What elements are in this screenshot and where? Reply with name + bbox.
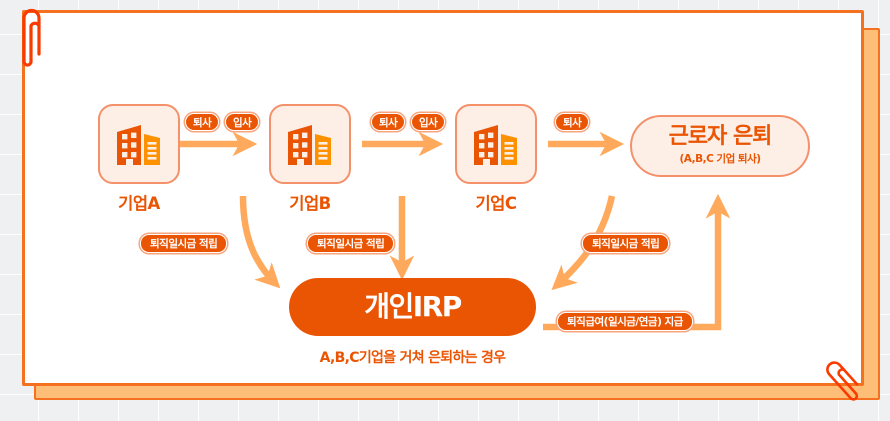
paperclip-icon (22, 8, 41, 67)
irp-title: 개인IRP (364, 290, 462, 323)
company-c-tile (455, 104, 537, 184)
company-a-label: 기업A (118, 194, 160, 213)
company-a-tile (98, 104, 180, 184)
badge-join-b: 입사 (225, 113, 260, 131)
badge-accrual-a: 퇴직일시금 적립 (140, 234, 228, 253)
badge-leave-b: 퇴사 (371, 113, 406, 131)
badge-accrual-c: 퇴직일시금 적립 (582, 234, 670, 253)
company-b-tile (269, 104, 351, 184)
office-building-icon (288, 125, 331, 165)
badge-join-c: 입사 (411, 113, 446, 131)
arrow-irp-to-retirement (543, 193, 731, 331)
node-company-b[interactable]: 기업B (267, 104, 353, 214)
badge-leave-a: 퇴사 (185, 113, 220, 131)
badge-payout: 퇴직급여(일시금/연금) 지급 (557, 312, 693, 331)
arrow-a-to-irp (239, 195, 281, 289)
badge-leave-c: 퇴사 (555, 113, 590, 131)
node-worker-retirement[interactable]: 근로자 은퇴 (A,B,C 기업 퇴사) (630, 115, 810, 177)
irp-caption: A,B,C기업을 거쳐 은퇴하는 경우 (319, 350, 506, 366)
diagram-canvas: 기업A 기업B (22, 10, 858, 380)
company-b-label: 기업B (289, 194, 331, 213)
office-building-icon (474, 125, 517, 165)
office-building-icon (117, 125, 160, 165)
node-company-a[interactable]: 기업A (96, 104, 182, 214)
retirement-subtitle: (A,B,C 기업 퇴사) (679, 153, 761, 165)
company-c-label: 기업C (475, 194, 517, 213)
retirement-title: 근로자 은퇴 (668, 124, 773, 149)
node-personal-irp[interactable]: 개인IRP A,B,C기업을 거쳐 은퇴하는 경우 (289, 278, 536, 367)
paperclip-icon (826, 361, 859, 401)
irp-pill: 개인IRP (289, 278, 536, 336)
badge-accrual-b: 퇴직일시금 적립 (307, 234, 395, 253)
node-company-c[interactable]: 기업C (453, 104, 539, 214)
